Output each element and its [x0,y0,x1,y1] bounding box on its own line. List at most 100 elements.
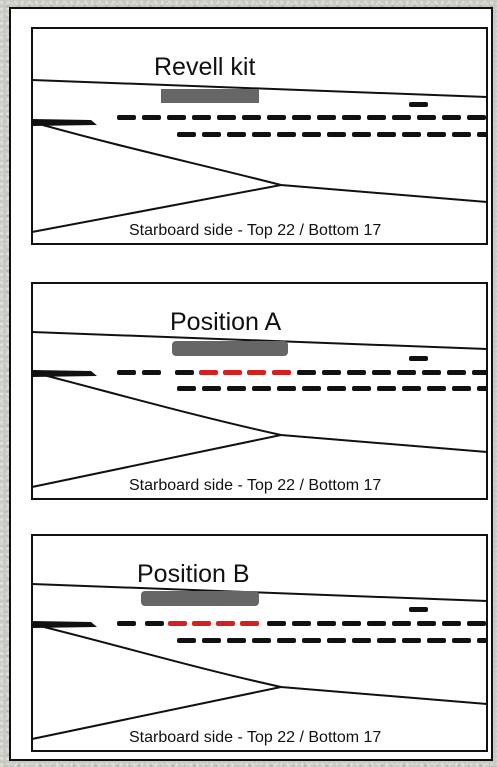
deck-line [31,583,488,602]
panel-title: Position B [137,560,250,588]
panel-title: Revell kit [154,53,255,81]
gunport-upper-deck [409,607,428,612]
gunport-bottom-12 [477,132,488,137]
gunport-bottom-5 [302,386,321,391]
gunport-top-3 [192,621,211,626]
gunport-top-11 [397,370,416,375]
gunport-top-8 [317,621,336,626]
gunport-top-0 [117,621,136,626]
panel-position-b: Position B Starboard side - Top 22 / Bot… [31,534,488,752]
gunport-top-9 [347,370,366,375]
gunport-bottom-0 [177,132,196,137]
panel-title: Position A [170,308,282,336]
gunport-bottom-7 [352,132,371,137]
gunport-bottom-12 [477,386,488,391]
panel-position-a: Position A Starboard side - Top 22 / Bot… [31,282,488,500]
gunport-bottom-3 [252,132,271,137]
gunport-bottom-6 [327,132,346,137]
deck-line [31,79,488,98]
gunport-bottom-9 [402,386,421,391]
gunport-top-12 [417,621,436,626]
gunport-top-6 [272,370,291,375]
gunport-top-4 [216,621,235,626]
gunport-bottom-6 [327,638,346,643]
gunport-bottom-8 [377,638,396,643]
hull-diagram-3: Position B Starboard side - Top 22 / Bot… [31,534,488,752]
gunport-top-0 [117,115,136,120]
gunport-top-2 [167,115,186,120]
gunport-top-14 [467,621,486,626]
gunport-bottom-10 [427,638,446,643]
position-marker [161,89,259,103]
gunport-bottom-3 [252,638,271,643]
gunport-bottom-4 [277,638,296,643]
gunport-bottom-12 [477,638,488,643]
hull-diagram-2: Position A Starboard side - Top 22 / Bot… [31,282,488,500]
panel-caption: Starboard side - Top 22 / Bottom 17 [129,222,381,239]
gunport-bottom-10 [427,386,446,391]
gunport-top-13 [442,621,461,626]
gunport-rows [117,102,488,137]
keel-line [31,686,282,740]
gunport-bottom-7 [352,386,371,391]
gunport-top-9 [342,621,361,626]
gunport-bottom-8 [377,132,396,137]
keel-line [31,434,282,488]
gunport-top-3 [192,115,211,120]
hull-curve [31,371,488,453]
gunport-top-5 [247,370,266,375]
gunport-bottom-11 [452,386,471,391]
gunport-top-1 [142,115,161,120]
position-marker [141,591,259,606]
gunport-bottom-5 [302,132,321,137]
gunport-top-4 [217,115,236,120]
gunport-bottom-11 [452,638,471,643]
gunport-top-14 [472,370,488,375]
deck-line [31,331,488,350]
gunport-top-7 [297,370,316,375]
gunport-top-7 [292,115,311,120]
gunport-top-8 [317,115,336,120]
gunport-bottom-2 [227,386,246,391]
gunport-top-12 [422,370,441,375]
gunport-bottom-1 [202,386,221,391]
gunport-top-6 [267,115,286,120]
gunport-upper-deck [409,356,428,361]
hull-curve [31,121,488,203]
keel-line [31,184,282,233]
hull-diagram-1: Revell kit Starboard side - Top 22 / Bot… [31,27,488,245]
gunport-top-13 [442,115,461,120]
gunport-top-11 [392,621,411,626]
gunport-bottom-1 [202,132,221,137]
gunport-top-10 [372,370,391,375]
gunport-upper-deck [409,102,428,107]
gunport-top-2 [168,621,187,626]
panel-caption: Starboard side - Top 22 / Bottom 17 [129,729,381,746]
gunport-top-11 [392,115,411,120]
gunport-top-8 [322,370,341,375]
bow-stem [32,621,97,628]
gunport-bottom-9 [402,638,421,643]
gunport-bottom-1 [202,638,221,643]
gunport-top-2 [175,370,194,375]
gunport-bottom-0 [177,386,196,391]
gunport-top-5 [240,621,259,626]
gunport-top-9 [342,115,361,120]
gunport-top-1 [145,621,164,626]
gunport-top-4 [223,370,242,375]
bow-stem [32,370,97,377]
gunport-bottom-3 [252,386,271,391]
position-marker [172,341,288,356]
gunport-bottom-2 [227,132,246,137]
gunport-bottom-4 [277,386,296,391]
gunport-top-10 [367,115,386,120]
gunport-bottom-8 [377,386,396,391]
gunport-bottom-11 [452,132,471,137]
gunport-top-13 [447,370,466,375]
gunport-bottom-4 [277,132,296,137]
bow-stem [32,119,97,126]
gunport-bottom-2 [227,638,246,643]
hull-curve [31,623,488,705]
gunport-bottom-5 [302,638,321,643]
panel-revell-kit: Revell kit Starboard side - Top 22 / Bot… [31,27,488,245]
